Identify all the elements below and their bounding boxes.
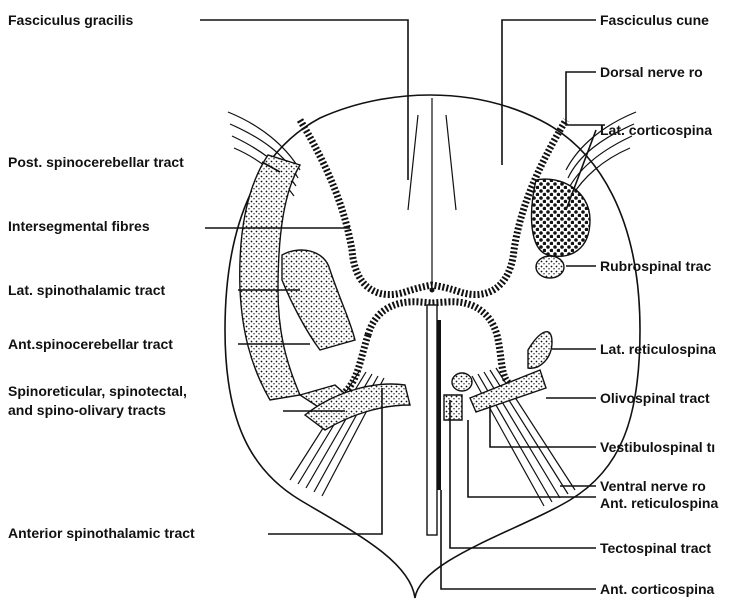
label-lat-reticulospinal: Lat. reticulospina <box>600 341 716 357</box>
label-spinoreticular-line2: and spino-olivary tracts <box>8 402 166 418</box>
label-fasciculus-cuneatus: Fasciculus cune <box>600 12 709 28</box>
leader-ant-corticospinal <box>441 490 596 589</box>
label-dorsal-nerve-root: Dorsal nerve ro <box>600 64 703 80</box>
lat-spinothalamic-area <box>282 250 355 350</box>
olivospinal-area <box>452 373 472 391</box>
label-ant-corticospinal: Ant. corticospina <box>600 581 714 597</box>
label-ant-reticulospinal: Ant. reticulospina <box>600 495 718 511</box>
label-ant-spinothalamic: Anterior spinothalamic tract <box>8 525 195 541</box>
lat-reticulospinal-area <box>528 332 552 369</box>
label-lat-corticospinal: Lat. corticospina <box>600 122 712 138</box>
lat-corticospinal-area <box>532 179 590 256</box>
label-fasciculus-gracilis: Fasciculus gracilis <box>8 12 133 28</box>
label-vestibulospinal: Vestibulospinal tı <box>600 439 715 455</box>
vestibulospinal-area <box>470 370 546 412</box>
label-post-spinocerebellar: Post. spinocerebellar tract <box>8 154 184 170</box>
grey-matter-border <box>300 120 566 295</box>
label-tectospinal: Tectospinal tract <box>600 540 711 556</box>
label-intersegmental: Intersegmental fibres <box>8 218 150 234</box>
label-spinoreticular-line1: Spinoreticular, spinotectal, <box>8 383 187 399</box>
leader-fasciculus-cuneatus <box>502 20 596 165</box>
rubrospinal-area <box>536 256 564 278</box>
ant-reticulospinal-area <box>444 395 462 420</box>
label-ant-spinocerebellar: Ant.spinocerebellar tract <box>8 336 173 352</box>
label-olivospinal: Olivospinal tract <box>600 390 710 406</box>
label-lat-spinothalamic: Lat. spinothalamic tract <box>8 282 165 298</box>
label-rubrospinal: Rubrospinal trac <box>600 258 711 274</box>
label-ventral-nerve-root: Ventral nerve ro <box>600 478 706 494</box>
